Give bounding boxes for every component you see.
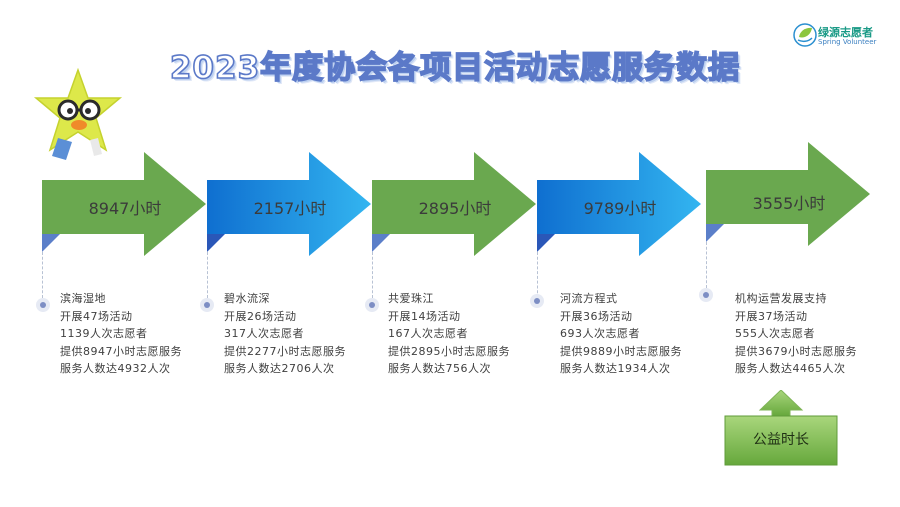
project-info-2: 碧水流深 开展26场活动 317人次志愿者 提供2277小时志愿服务 服务人数达…: [224, 290, 346, 378]
logo: 绿源志愿者 Spring Volunteer: [792, 22, 892, 52]
project-activities: 开展36场活动: [560, 309, 633, 323]
project-volunteers: 555人次志愿者: [735, 327, 815, 341]
project-activities: 开展37场活动: [735, 309, 808, 323]
page-title: 2023年度协会各项目活动志愿服务数据: [169, 49, 741, 87]
star-mascot-icon: [33, 68, 123, 160]
project-name: 滨海湿地: [60, 292, 106, 305]
hours-arrow-3: 2895小时: [372, 152, 536, 256]
project-served-count: 服务人数达1934人次: [560, 362, 671, 376]
project-served-count: 服务人数达2706人次: [224, 362, 335, 376]
logo-name-cn: 绿源志愿者: [818, 26, 873, 39]
timeline-dot: [200, 298, 214, 312]
project-name: 碧水流深: [224, 292, 270, 305]
connector-line: [207, 252, 208, 298]
project-name: 河流方程式: [560, 292, 618, 305]
project-service-hours: 提供3679小时志愿服务: [735, 344, 857, 358]
project-info-4: 河流方程式 开展36场活动 693人次志愿者 提供9889小时志愿服务 服务人数…: [560, 290, 682, 378]
connector-line: [706, 242, 707, 288]
project-service-hours: 提供9889小时志愿服务: [560, 344, 682, 358]
logo-name-en: Spring Volunteer: [818, 38, 877, 46]
project-served-count: 服务人数达4932人次: [60, 362, 171, 376]
hours-label: 2157小时: [253, 199, 327, 218]
project-volunteers: 1139人次志愿者: [60, 327, 148, 341]
timeline-dot: [36, 298, 50, 312]
logo-leaf-icon: [793, 23, 817, 47]
project-name: 共爱珠江: [388, 292, 434, 305]
hours-arrow-1: 8947小时: [42, 152, 206, 256]
connector-line: [42, 252, 43, 298]
badge-label: 公益时长: [753, 432, 809, 448]
hours-label: 8947小时: [88, 199, 162, 218]
project-service-hours: 提供8947小时志愿服务: [60, 344, 182, 358]
hours-label: 9789小时: [583, 199, 657, 218]
project-service-hours: 提供2277小时志愿服务: [224, 344, 346, 358]
connector-line: [372, 252, 373, 298]
project-activities: 开展47场活动: [60, 309, 133, 323]
project-volunteers: 693人次志愿者: [560, 327, 640, 341]
hours-label: 2895小时: [418, 199, 492, 218]
project-served-count: 服务人数达4465人次: [735, 362, 846, 376]
timeline-dot: [530, 294, 544, 308]
up-arrow-icon: [758, 390, 804, 417]
timeline-dot: [365, 298, 379, 312]
project-info-3: 共爱珠江 开展14场活动 167人次志愿者 提供2895小时志愿服务 服务人数达…: [388, 290, 510, 378]
hours-arrow-5: 3555小时: [706, 142, 870, 246]
project-volunteers: 167人次志愿者: [388, 327, 468, 341]
hours-arrow-2: 2157小时: [207, 152, 371, 256]
project-name: 机构运营发展支持: [735, 292, 827, 305]
project-volunteers: 317人次志愿者: [224, 327, 304, 341]
project-info-1: 滨海湿地 开展47场活动 1139人次志愿者 提供8947小时志愿服务 服务人数…: [60, 290, 182, 378]
project-served-count: 服务人数达756人次: [388, 362, 491, 376]
project-service-hours: 提供2895小时志愿服务: [388, 344, 510, 358]
hours-arrow-4: 9789小时: [537, 152, 701, 256]
hours-label: 3555小时: [752, 194, 826, 213]
project-info-5: 机构运营发展支持 开展37场活动 555人次志愿者 提供3679小时志愿服务 服…: [735, 290, 857, 378]
timeline-dot: [699, 288, 713, 302]
project-activities: 开展26场活动: [224, 309, 297, 323]
connector-line: [537, 252, 538, 298]
public-welfare-hours-badge: 公益时长: [724, 390, 838, 466]
project-activities: 开展14场活动: [388, 309, 461, 323]
